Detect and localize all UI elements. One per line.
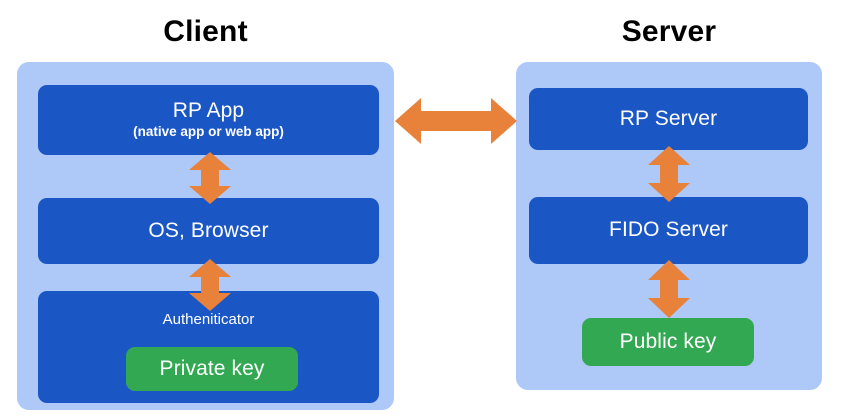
bidirectional-arrow-icon-client-server [395,98,517,144]
authenticator-label: Autheniticator [162,311,255,328]
private-key-label: Private key [159,357,265,380]
bidirectional-arrow-icon-rpserver-fidoserver [648,146,690,202]
server-box-rp-server: RP Server [529,88,808,150]
rp-server-label: RP Server [619,106,718,130]
bidirectional-arrow-icon-os-authenticator [189,259,231,311]
public-key-chip: Public key [582,318,754,366]
bidirectional-arrow-icon-fidoserver-publickey [648,260,690,318]
bidirectional-arrow-icon-rpapp-os [189,152,231,204]
private-key-chip: Private key [126,347,298,391]
server-box-fido-server: FIDO Server [529,197,808,264]
client-column-title: Client [163,15,248,48]
os-browser-label: OS, Browser [148,218,269,242]
client-box-rp-app: RP App (native app or web app) [38,85,379,155]
public-key-label: Public key [619,330,717,353]
rp-app-sublabel: (native app or web app) [133,124,284,140]
rp-app-label: RP App [172,99,245,123]
server-column-title: Server [621,15,717,48]
client-box-os-browser: OS, Browser [38,198,379,264]
fido-server-label: FIDO Server [609,218,728,242]
